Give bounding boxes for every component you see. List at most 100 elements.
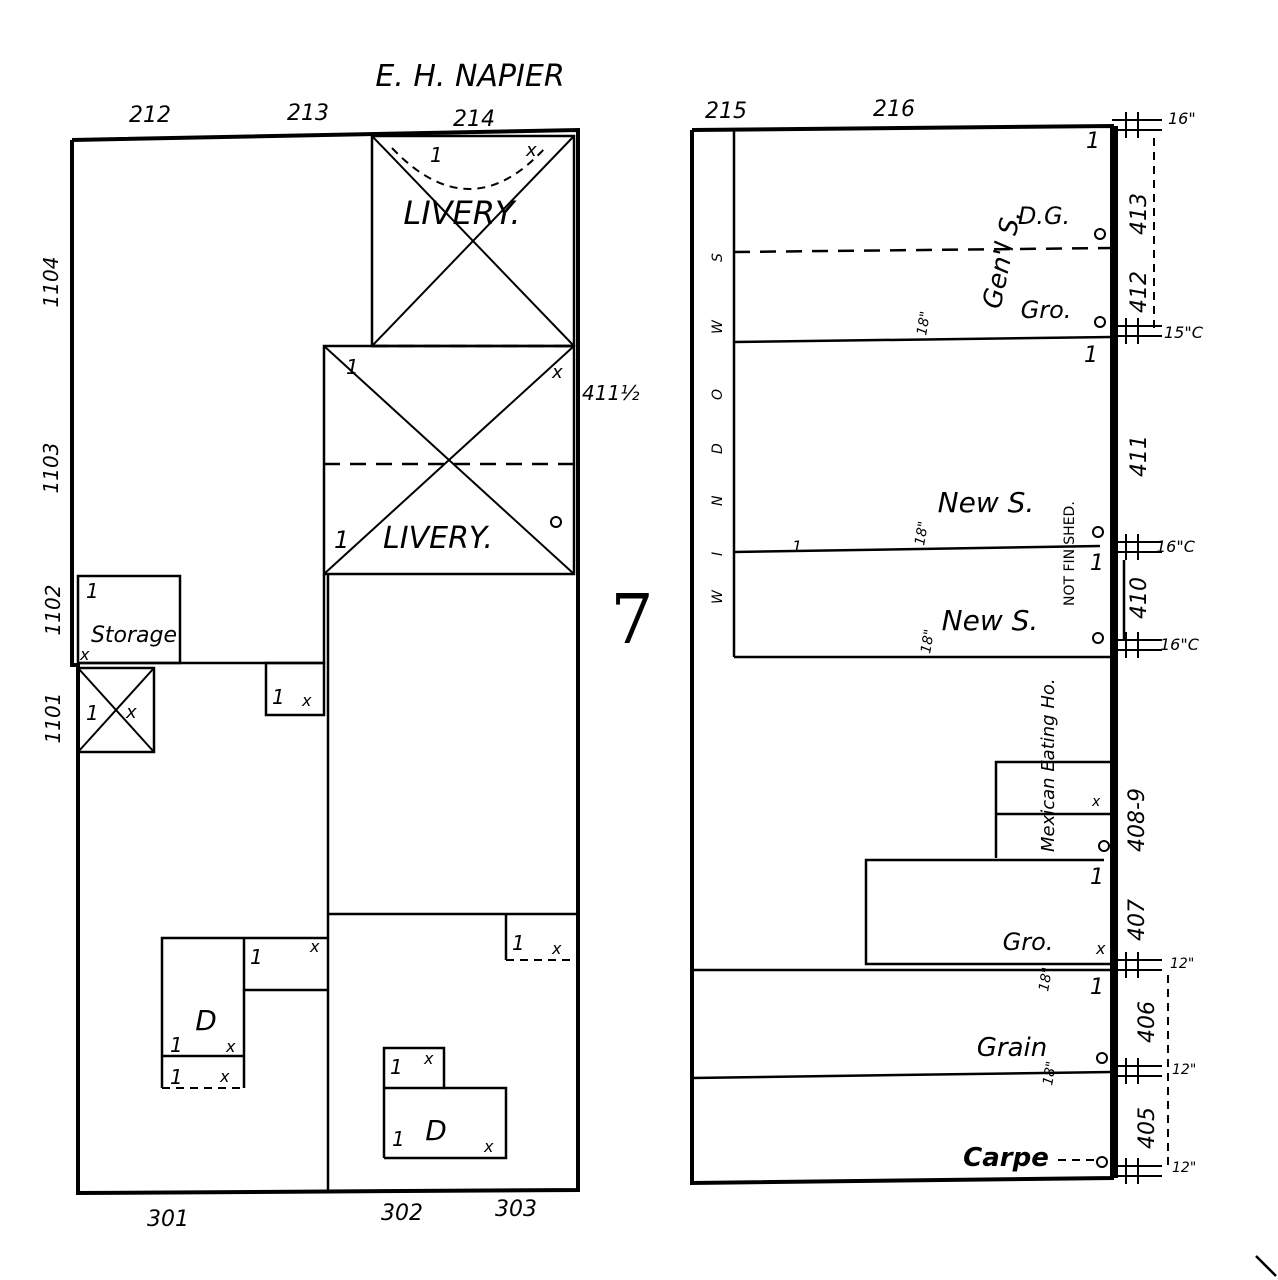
story-mark: 1 <box>170 1033 183 1057</box>
circle-mark <box>550 516 562 528</box>
side-number-1103: 1103 <box>39 443 63 494</box>
storefront-height: 12" <box>1172 1160 1196 1176</box>
wall-height: 18" <box>914 310 934 337</box>
storefront-height: 16" <box>1168 109 1196 128</box>
wall-height: 18" <box>912 520 932 547</box>
side-number-1102: 1102 <box>41 585 65 636</box>
side-address-412: 412 <box>1127 271 1152 313</box>
circle-mark <box>1094 228 1106 240</box>
story-mark: 1 <box>430 143 443 167</box>
circle-mark <box>1098 840 1110 852</box>
storefront-height: 16"C <box>1156 537 1196 556</box>
story-mark: 1 <box>334 526 349 554</box>
storefront-height: 15"C <box>1164 323 1204 342</box>
dwelling-left: D 1 x 1 x 1 x <box>160 936 328 1089</box>
block-number: 7 <box>610 581 653 660</box>
livery-lower-building: LIVERY. 1 1 x 411½ <box>322 344 640 576</box>
storage-label: Storage <box>91 623 177 648</box>
grain-divider <box>691 1070 1113 1080</box>
x-mark: x <box>525 140 537 161</box>
x-mark: x <box>301 691 312 710</box>
x-mark: x <box>1095 939 1106 958</box>
right-block-outline <box>690 123 1114 1186</box>
side-address-407: 407 <box>1125 899 1150 941</box>
dwelling-right: D 1 x 1 x <box>382 1046 508 1160</box>
story-mark: 1 <box>250 945 263 969</box>
story-mark: 1 <box>512 931 525 955</box>
windows-letter-s: S <box>710 253 726 262</box>
label-not-finished: NOT FINISHED. <box>1062 501 1078 606</box>
windows-letter-d: D <box>710 443 726 454</box>
dwelling-left-label: D <box>195 1004 217 1037</box>
lot-number-302: 302 <box>381 1201 423 1226</box>
side-address-411-half: 411½ <box>582 381 640 405</box>
lot-number-216: 216 <box>873 97 915 122</box>
owner-name: E. H. NAPIER <box>375 59 564 94</box>
livery-lower-label: LIVERY. <box>383 521 493 556</box>
windows-letter-w: W <box>710 589 726 604</box>
livery-upper-building: LIVERY. 1 x <box>370 134 576 348</box>
circle-mark <box>1096 1052 1108 1064</box>
side-number-1101: 1101 <box>41 693 65 744</box>
label-carpenter: Carpe <box>963 1143 1049 1173</box>
lot-number-214: 214 <box>453 107 495 132</box>
left-block-outline <box>70 127 580 1196</box>
storefront-height: 12" <box>1170 956 1194 972</box>
story-mark: 1 <box>1086 129 1100 154</box>
side-number-1104: 1104 <box>39 257 63 308</box>
x-mark: x <box>423 1049 434 1068</box>
livery-upper-label: LIVERY. <box>403 194 520 232</box>
left-block: 212 213 214 1104 1103 1102 1101 LIVERY. … <box>39 101 640 1232</box>
story-mark: 1 <box>792 537 802 556</box>
gen-store-divider <box>733 246 1113 254</box>
storefront-height: 16"C <box>1160 635 1200 654</box>
story-mark: 1 <box>1090 975 1104 1000</box>
mexican-eating-house: Mexican Eating Ho. x <box>994 678 1110 858</box>
lot-number-303: 303 <box>495 1197 537 1222</box>
right-block: 215 216 W I N D O W S Gen'l S. D.G. Gro.… <box>690 97 1204 1186</box>
story-mark: 1 <box>272 685 285 709</box>
circle-mark <box>1096 1156 1108 1168</box>
label-grain: Grain <box>977 1033 1047 1063</box>
lot-number-301: 301 <box>147 1207 189 1232</box>
dashed-shed: 1 x <box>504 914 578 961</box>
x-mark: x <box>225 1037 236 1056</box>
side-address-413: 413 <box>1127 193 1152 235</box>
label-grocery-2: Gro. <box>1003 928 1054 956</box>
label-dry-goods: D.G. <box>1018 202 1070 230</box>
side-address-406: 406 <box>1135 1001 1160 1043</box>
x-mark: x <box>79 645 90 664</box>
windows-letter-n: N <box>710 495 726 506</box>
corner-mark <box>1255 1255 1277 1277</box>
story-mark: 1 <box>1084 343 1098 368</box>
x-mark: x <box>551 939 562 958</box>
lot-number-213: 213 <box>287 101 329 126</box>
storefront-height: 12" <box>1172 1062 1196 1078</box>
x-mark: x <box>309 937 320 956</box>
lot-number-212: 212 <box>129 103 171 128</box>
small-crossed-building: 1 x <box>76 666 156 754</box>
label-mexican-eating: Mexican Eating Ho. <box>1038 678 1059 852</box>
circle-mark <box>1092 526 1104 538</box>
dwelling-right-label: D <box>425 1114 447 1147</box>
label-new-store-2: New S. <box>942 604 1039 637</box>
label-new-store-1: New S. <box>938 486 1035 519</box>
wall-height: 18" <box>1036 966 1056 993</box>
story-mark: 1 <box>170 1065 183 1089</box>
story-mark: 1 <box>392 1127 405 1151</box>
x-mark: x <box>1091 794 1101 810</box>
story-mark: 1 <box>1090 865 1104 890</box>
x-mark: x <box>125 702 137 723</box>
circle-mark <box>1094 316 1106 328</box>
side-address-408-9: 408-9 <box>1125 788 1150 852</box>
side-address-405: 405 <box>1135 1107 1160 1149</box>
story-mark: 1 <box>1090 551 1104 576</box>
story-mark: 1 <box>390 1055 403 1079</box>
x-mark: x <box>219 1067 230 1086</box>
x-mark: x <box>483 1137 494 1156</box>
storage-building: Storage 1 x <box>76 574 182 665</box>
side-address-411: 411 <box>1127 435 1152 477</box>
story-mark: 1 <box>86 579 99 603</box>
new-store-divider <box>733 544 1101 554</box>
